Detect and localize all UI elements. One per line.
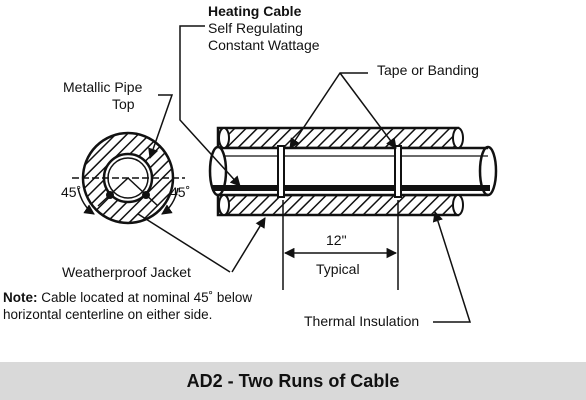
leader-thermal-insulation — [432, 210, 472, 323]
heating-cable-right — [142, 191, 150, 199]
insulation-bottom — [216, 193, 460, 217]
tape-band-right — [394, 145, 402, 198]
leader-metallic-pipe — [148, 94, 174, 159]
leader-lines — [137, 25, 472, 323]
label-top: Top — [112, 96, 135, 112]
label-weatherproof-jacket: Weatherproof Jacket — [62, 264, 191, 280]
label-angle-left: 45˚ — [61, 184, 81, 200]
label-metallic-pipe: Metallic Pipe — [63, 79, 143, 95]
leader-heating-cable — [179, 25, 241, 187]
pipe-heat-trace-diagram: Heating Cable Self Regulating Constant W… — [61, 3, 498, 329]
note-prefix: Note: — [3, 290, 38, 305]
label-tape-or-banding: Tape or Banding — [377, 62, 479, 78]
leader-jacket-side — [231, 217, 266, 273]
label-angle-right: 45˚ — [170, 184, 190, 200]
figure-caption: AD2 - Two Runs of Cable — [186, 370, 400, 391]
label-typical: Typical — [316, 261, 360, 277]
angle-arc-right — [161, 187, 179, 215]
tape-band-left — [277, 145, 285, 198]
leader-tape-right — [339, 72, 397, 149]
label-self-regulating: Self Regulating — [208, 20, 303, 36]
pipe-end-right — [478, 145, 498, 197]
note-text: Cable located at nominal 45˚ below horiz… — [3, 290, 253, 322]
heating-cable-left — [106, 191, 114, 199]
label-thermal-insulation: Thermal Insulation — [304, 313, 419, 329]
pipe-side-view — [208, 126, 498, 290]
label-heating-cable: Heating Cable — [208, 3, 302, 19]
angle-line-right — [127, 177, 159, 207]
leader-jacket-pipe — [137, 213, 231, 273]
angle-line-left — [97, 177, 129, 207]
angle-arc-left — [77, 187, 95, 215]
heating-cable-run — [212, 185, 490, 191]
insulation-top — [216, 126, 460, 150]
label-dimension: 12" — [326, 232, 347, 248]
label-constant-wattage: Constant Wattage — [208, 37, 320, 53]
note-paragraph: Note: Cable located at nominal 45˚ below… — [3, 289, 263, 323]
caption-bar: AD2 - Two Runs of Cable — [0, 362, 586, 400]
pipe-cross-section — [72, 131, 185, 225]
